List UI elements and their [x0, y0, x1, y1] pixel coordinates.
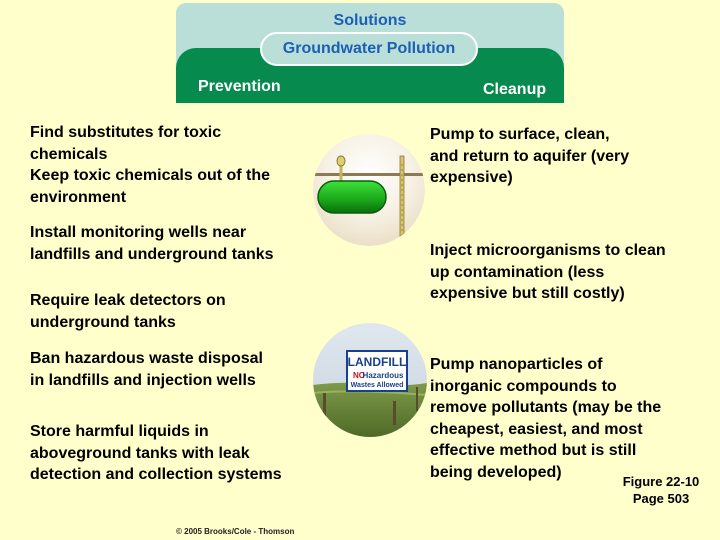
- text-line: Keep toxic chemicals out of the: [30, 167, 271, 184]
- groundwater-pollution-label: Groundwater Pollution: [260, 32, 478, 66]
- prevention-item-ban-disposal: Ban hazardous waste disposal in landfill…: [30, 348, 263, 391]
- text-line: chemicals: [30, 145, 108, 163]
- landfill-sign-no: NO: [353, 371, 365, 380]
- text-line: Store harmful liquids in: [30, 423, 209, 440]
- prevention-item-aboveground-tanks: Store harmful liquids in aboveground tan…: [30, 421, 282, 486]
- text-line: expensive): [430, 169, 513, 186]
- landfill-sign-illustration: LANDFILL NO Hazardous Wastes Allowed: [313, 323, 427, 437]
- text-line: Ban hazardous waste disposal: [30, 350, 263, 367]
- text-line: effective method but is still: [430, 442, 637, 459]
- cleanup-item-microorganisms: Inject microorganisms to clean up contam…: [430, 240, 666, 305]
- text-line: remove pollutants (may be the: [430, 399, 662, 416]
- prevention-item-leak-detectors: Require leak detectors on underground ta…: [30, 290, 226, 333]
- cleanup-item-pump-surface: Pump to surface, clean, and return to aq…: [430, 124, 629, 189]
- text-line: in landfills and injection wells: [30, 371, 256, 389]
- text-line: up contamination (less: [430, 263, 605, 281]
- text-line: aboveground tanks with leak: [30, 444, 250, 462]
- cleanup-heading: Cleanup: [483, 81, 547, 98]
- diagram-title: Solutions: [333, 12, 407, 29]
- prevention-item-monitoring-wells: Install monitoring wells near landfills …: [30, 222, 274, 265]
- text-line: Find substitutes for toxic: [30, 124, 222, 141]
- text-line: being developed): [430, 463, 562, 481]
- figure-label: Figure 22-10: [622, 474, 700, 489]
- text-line: Require leak detectors on: [30, 292, 226, 309]
- landfill-sign-text1: Hazardous: [363, 371, 404, 380]
- underground-tank-illustration: [313, 134, 425, 246]
- text-line: Pump to surface, clean,: [430, 126, 610, 143]
- copyright-notice: © 2005 Brooks/Cole - Thomson: [176, 527, 295, 536]
- landfill-sign-title: LANDFILL: [348, 355, 407, 369]
- text-line: Inject microorganisms to clean: [430, 242, 666, 259]
- landfill-photo: LANDFILL NO Hazardous Wastes Allowed: [313, 323, 427, 437]
- text-line: cheapest, easiest, and most: [430, 420, 643, 438]
- prevention-item-substitutes: Find substitutes for toxic chemicals Kee…: [30, 122, 270, 208]
- text-line: Install monitoring wells near: [30, 224, 247, 241]
- underground-tank-icon: [313, 134, 425, 246]
- text-line: landfills and underground tanks: [30, 245, 274, 263]
- landfill-sign-text2: Wastes Allowed: [351, 382, 404, 389]
- figure-reference: Figure 22-10 Page 503: [616, 473, 706, 507]
- cleanup-item-nanoparticles: Pump nanoparticles of inorganic compound…: [430, 354, 661, 483]
- prevention-heading: Prevention: [198, 78, 281, 95]
- text-line: detection and collection systems: [30, 466, 282, 483]
- text-line: environment: [30, 188, 127, 206]
- text-line: underground tanks: [30, 313, 176, 331]
- text-line: and return to aquifer (very: [430, 147, 630, 165]
- figure-page: Page 503: [632, 491, 690, 506]
- text-line: inorganic compounds to: [430, 377, 617, 395]
- text-line: expensive but still costly): [430, 285, 625, 302]
- text-line: Pump nanoparticles of: [430, 356, 603, 373]
